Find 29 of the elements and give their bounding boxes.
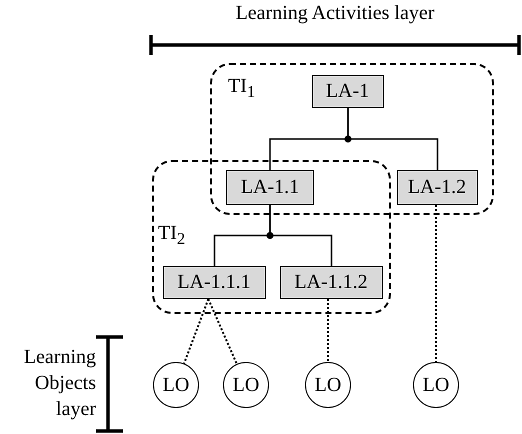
group-label: TI$_{1}$ [228, 75, 256, 102]
object-circle [413, 362, 459, 408]
node-label: LA-1.1 [240, 176, 300, 199]
dotted-connector [435, 205, 437, 362]
object-circle [223, 362, 269, 408]
object-circle [305, 362, 351, 408]
node-label: LA-1 [326, 80, 370, 102]
layer-label: Learning Objects layer [22, 345, 96, 422]
node-label: LO [162, 374, 190, 396]
object-circle [153, 362, 199, 408]
node-label: LO [314, 374, 342, 396]
activity-box [162, 266, 266, 298]
dotted-connector [327, 299, 329, 362]
tree-connector [269, 205, 332, 266]
node-label: LA-1.1.1 [177, 270, 251, 294]
dotted-connector [183, 298, 210, 364]
node-label: LO [232, 374, 260, 396]
node-label: LA-1.2 [408, 176, 466, 198]
activity-box [396, 170, 478, 204]
dotted-connector [207, 298, 238, 364]
node-label: LO [422, 374, 450, 396]
node-label: LA-1.1.2 [294, 270, 368, 294]
activity-box [312, 74, 384, 108]
group-label: TI$_{2}$ [158, 222, 186, 249]
activity-box [280, 266, 382, 298]
layer-label: Learning Activities layer [234, 2, 436, 25]
activity-box [226, 170, 314, 205]
dashed-group-outline [152, 160, 391, 314]
tree-connector [347, 108, 438, 170]
